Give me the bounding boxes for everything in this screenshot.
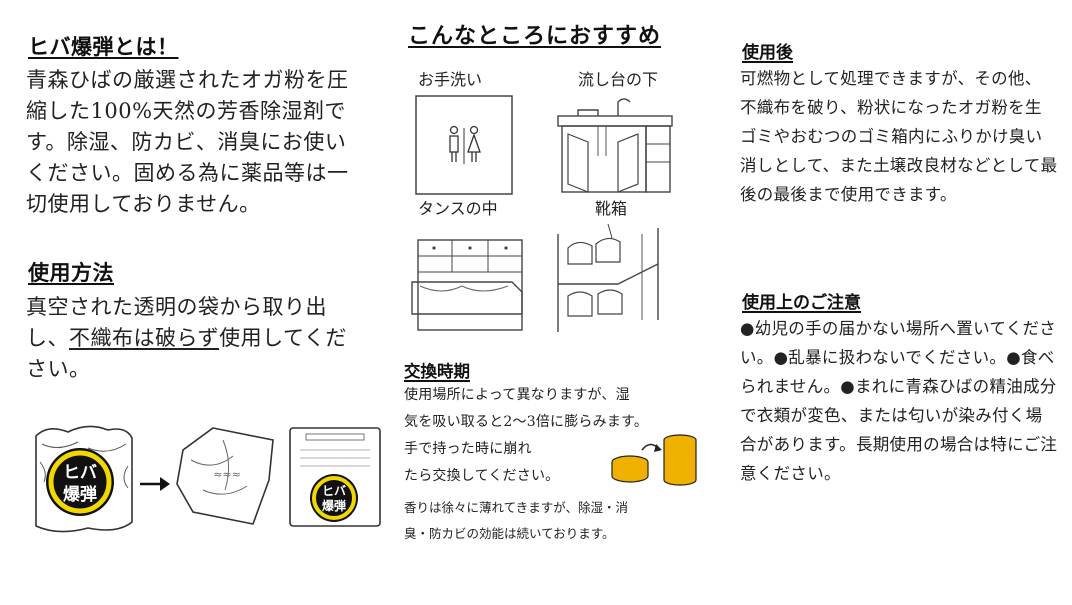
badge-small-text-1: ヒバ: [322, 484, 346, 498]
usage-heading: 使用方法: [28, 261, 114, 285]
product-package-icon: ヒバ 爆弾: [289, 427, 381, 527]
about-body: 青森ひばの厳選されたオガ粉を圧縮した100%天然の芳香除湿剤です。除湿、防カビ、…: [26, 68, 349, 216]
exchange-line-6: 臭・防カビの効能は続いております。: [404, 526, 615, 541]
exchange-line-1: 使用場所によって異なりますが、湿: [404, 387, 630, 403]
place-toilet-label: お手洗い: [418, 70, 483, 89]
after-use-heading: 使用後: [742, 43, 793, 63]
badge-small-text-2: 爆弾: [322, 498, 346, 513]
exchange-line-2: 気を吸い取ると2〜3倍に膨らみます。: [404, 414, 649, 430]
usage-body-part1: 真空された透明の袋から取り出し、: [26, 295, 327, 350]
svg-text:≈≈≈: ≈≈≈: [213, 468, 241, 481]
usage-body: 真空された透明の袋から取り出し、不織布は破らず使用してください。: [26, 292, 366, 385]
drawer-chest-icon: [411, 239, 523, 331]
exchange-heading: 交換時期: [404, 362, 470, 381]
caution-heading: 使用上のご注意: [742, 293, 861, 313]
usage-body-part2: 使用してください。: [26, 326, 347, 381]
sink-cabinet-icon: [557, 98, 673, 193]
badge-text-2: 爆弾: [63, 484, 97, 505]
vacuum-bag-icon: ヒバ 爆弾: [35, 425, 133, 533]
exchange-line-5: 香りは徐々に薄れてきますが、除湿・消: [404, 500, 629, 515]
restroom-icon: [415, 95, 513, 195]
about-heading: ヒバ爆弾とは！: [28, 35, 179, 59]
caution-body: ●幼児の手の届かない場所へ置いてください。●乱暴に扱わないでください。●食べられ…: [740, 319, 1058, 483]
usage-illustration: ヒバ 爆弾 ≈≈≈ ヒバ 爆弾: [28, 410, 388, 540]
exchange-line-3: 手で持った時に崩れ: [404, 441, 532, 457]
exchange-line-4: たら交換してください。: [404, 468, 560, 484]
after-use-body: 可燃物として処理できますが、その他、不織布を破り、粉状になったオガ粉を生ゴミやお…: [740, 69, 1058, 204]
badge-text-1: ヒバ: [63, 463, 97, 483]
place-shoebox-label: 靴箱: [595, 199, 628, 218]
shoe-cabinet-icon: [557, 223, 659, 332]
usage-body-underlined: 不織布は破らず: [69, 326, 220, 350]
recommend-heading: こんなところにおすすめ: [408, 24, 662, 49]
opened-bag-icon: ≈≈≈: [176, 427, 274, 525]
place-sink-label: 流し台の下: [578, 70, 659, 89]
swelling-cake-icon: [611, 434, 697, 486]
place-drawer-label: タンスの中: [418, 199, 498, 218]
arrow-right-icon: [140, 477, 170, 491]
